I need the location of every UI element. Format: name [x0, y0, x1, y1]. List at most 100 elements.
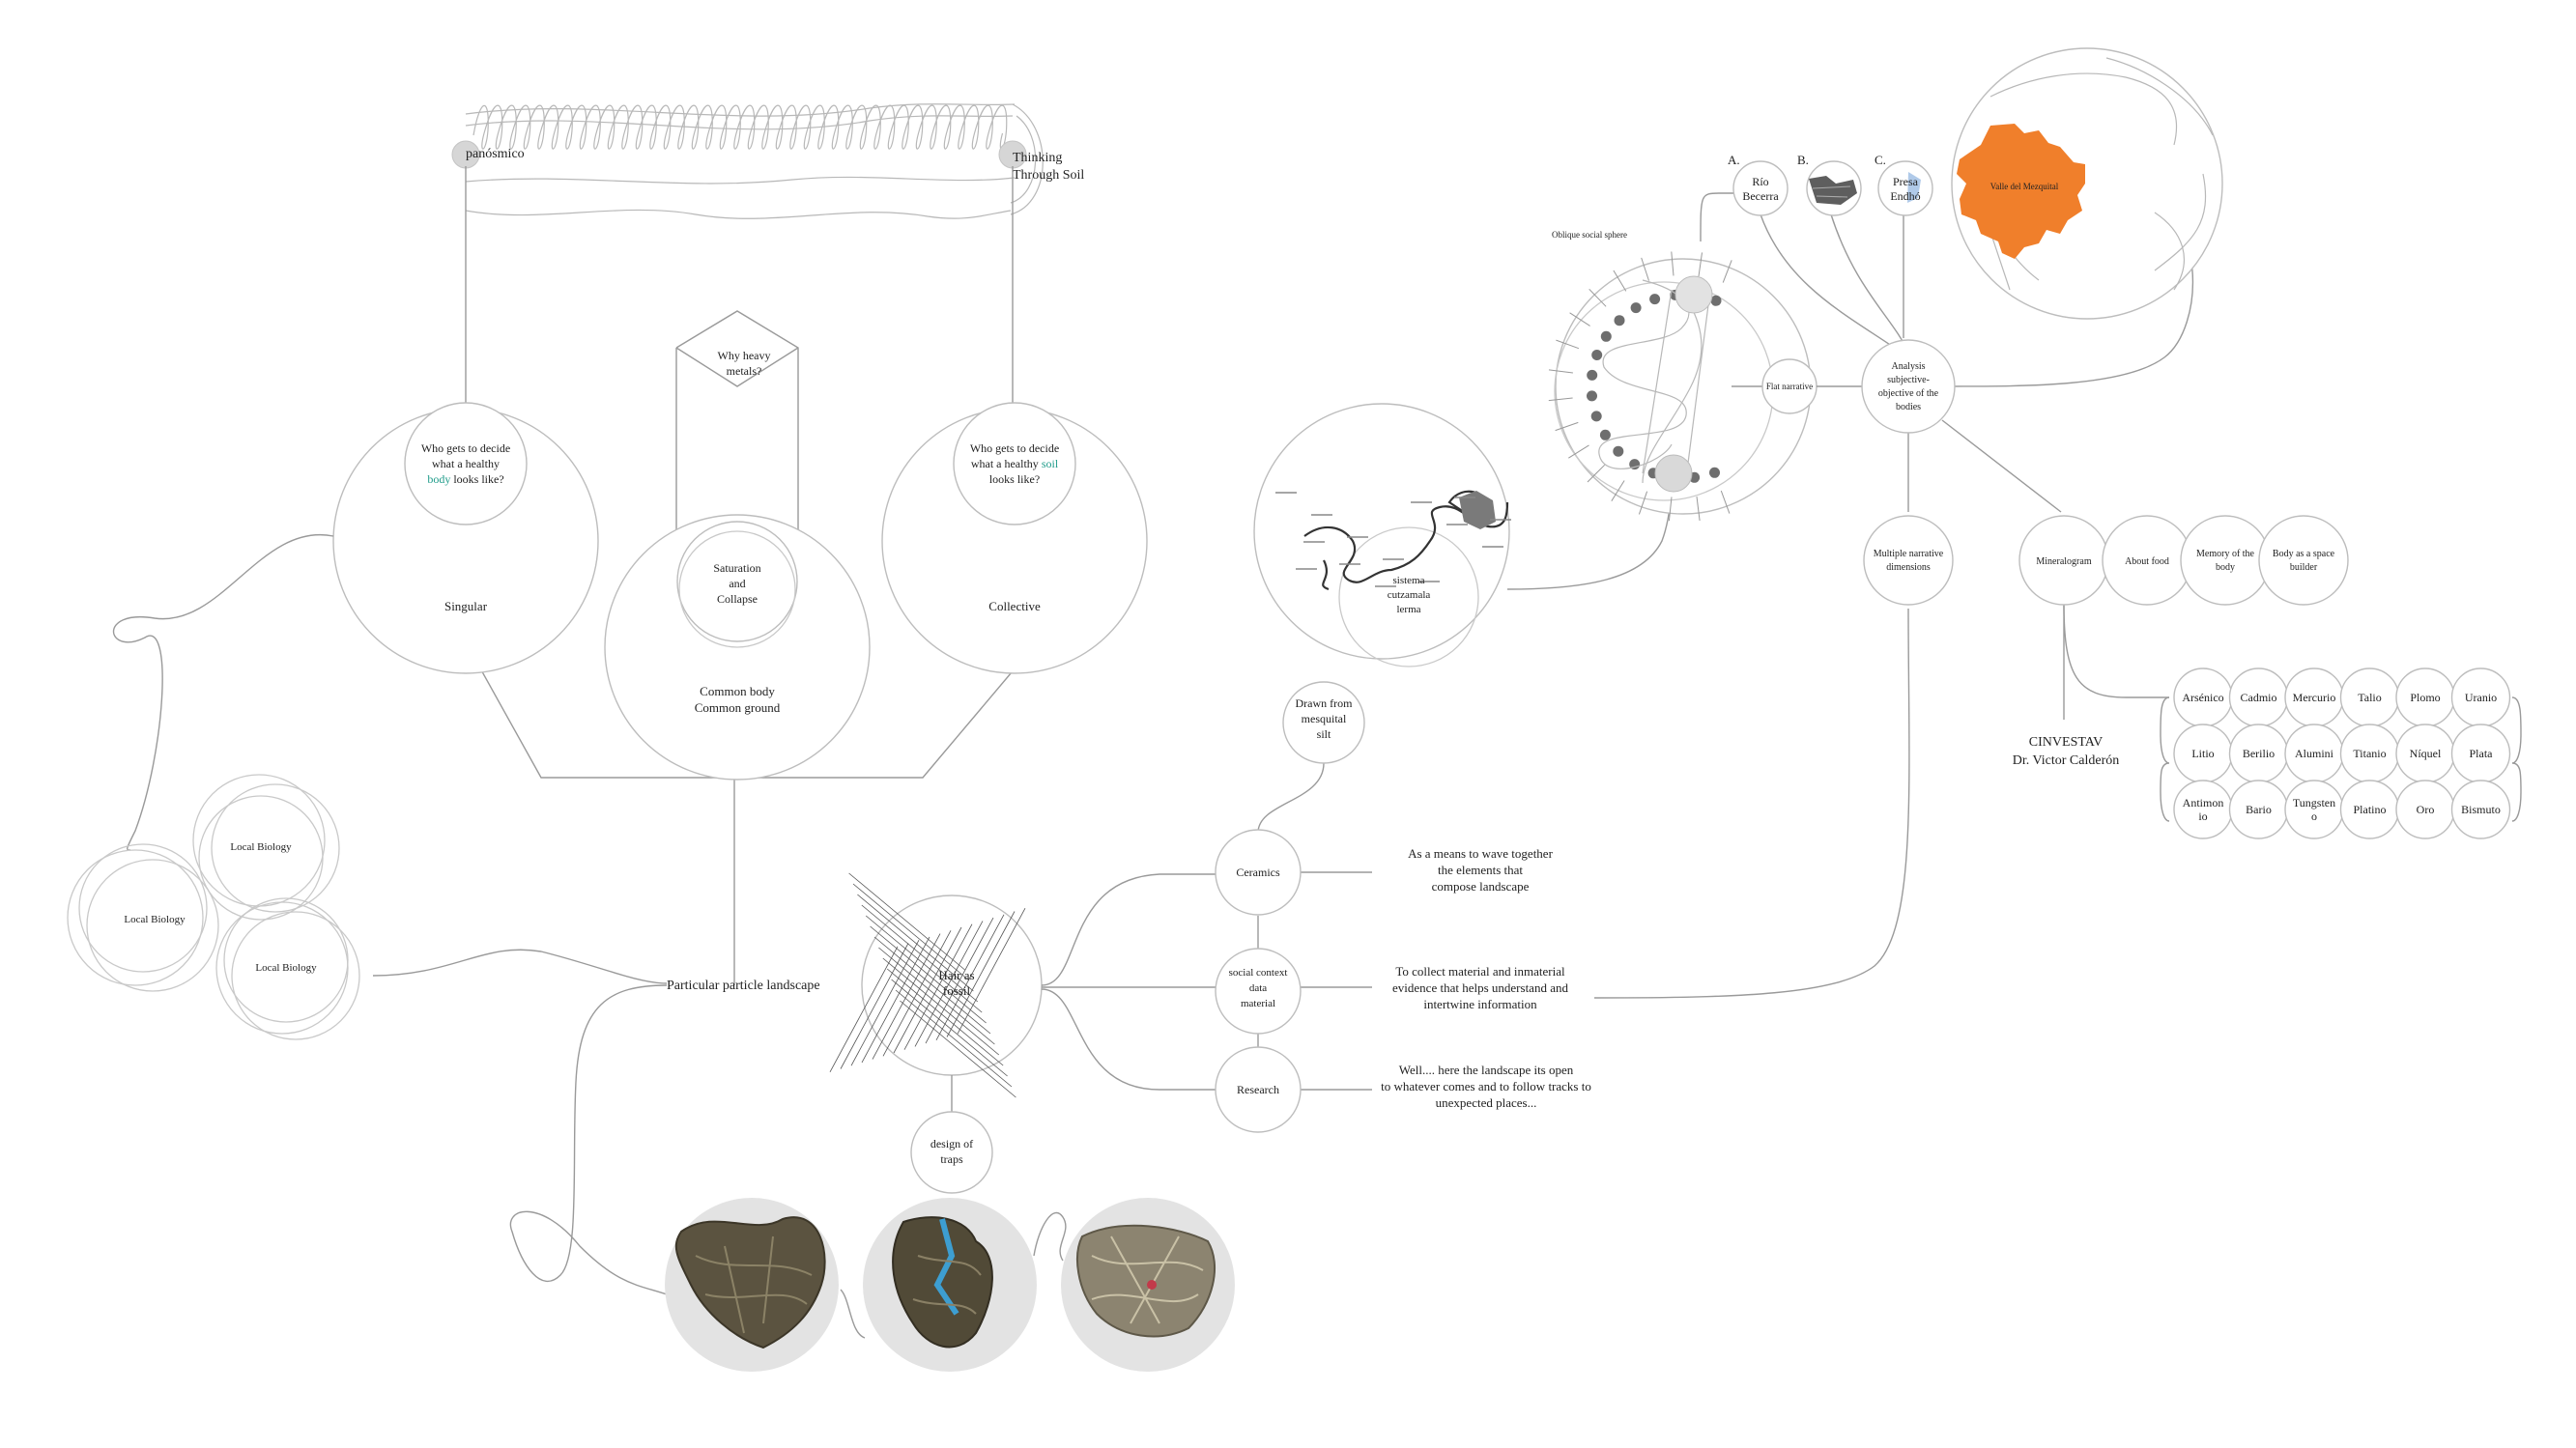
local-biology-cluster: Local Biology Local Biology Local Biolog… — [67, 533, 668, 1040]
sistema-1: sistema — [1393, 575, 1425, 586]
element-label: Talio — [2358, 691, 2382, 704]
element-label: Bario — [2246, 803, 2272, 816]
desc-social-3: intertwine information — [1423, 997, 1537, 1011]
analysis-2: subjective- — [1887, 375, 1930, 385]
social-context-circle[interactable] — [1215, 948, 1302, 1035]
hair-samples — [665, 1198, 1235, 1372]
traps-2: traps — [940, 1152, 963, 1166]
common-ground-label: Common ground — [695, 700, 781, 715]
bodyspace-2: builder — [2290, 562, 2318, 573]
multiple-2: dimensions — [1886, 562, 1931, 573]
element-label: Litio — [2191, 747, 2214, 760]
desc-ceramics-3: compose landscape — [1432, 879, 1530, 894]
q-body-line2: what a healthy — [432, 457, 500, 470]
q-soil-line2: what a healthy soil — [971, 457, 1059, 470]
valle-shape[interactable] — [1957, 124, 2085, 259]
singular-label: Singular — [444, 599, 488, 613]
label-a: A. — [1728, 153, 1740, 167]
thinking-label-2: Through Soil — [1013, 168, 1084, 183]
desc-research-2: to whatever comes and to follow tracks t… — [1381, 1079, 1591, 1093]
flat-narrative-label: Flat narrative — [1766, 382, 1813, 391]
element-label: Titanio — [2353, 747, 2386, 760]
panosmico-label: panósmico — [466, 147, 525, 161]
element-circle[interactable] — [2450, 780, 2511, 839]
body-space-circle[interactable] — [2258, 515, 2349, 606]
presa-2: Endhó — [1890, 189, 1920, 203]
label-c: C. — [1875, 153, 1886, 167]
sistema-map-circle[interactable] — [1253, 403, 1510, 660]
local-biology-b: Local Biology — [124, 914, 186, 925]
analysis-circle[interactable] — [1861, 339, 1956, 434]
valle-label: Valle del Mezquital — [1990, 182, 2059, 191]
analysis-3: objective of the — [1878, 388, 1939, 399]
element-label: Bismuto — [2461, 803, 2501, 816]
sistema-3: lerma — [1396, 604, 1420, 615]
element-label: io — [2198, 809, 2207, 823]
memory-1: Memory of the — [2196, 549, 2255, 559]
about-food-label: About food — [2125, 556, 2169, 567]
healthy-soil-circle[interactable] — [953, 402, 1076, 525]
design-traps-circle[interactable] — [910, 1111, 993, 1194]
bodyspace-1: Body as a space — [2273, 549, 2335, 559]
why-metals-1: Why heavy — [718, 349, 771, 362]
rio-becerra-circle[interactable] — [1732, 160, 1789, 216]
element-label: Mercurio — [2293, 691, 2336, 704]
sistema-2: cutzamala — [1388, 589, 1431, 601]
multiple-narrative-circle[interactable] — [1863, 515, 1954, 606]
q-soil-line1: Who gets to decide — [970, 441, 1059, 455]
research-label: Research — [1237, 1083, 1279, 1096]
element-label: Plomo — [2410, 691, 2440, 704]
desc-ceramics-1: As a means to wave together — [1408, 846, 1553, 861]
q-body-line1: Who gets to decide — [421, 441, 510, 455]
social-3: material — [1241, 998, 1275, 1009]
memory-2: body — [2216, 562, 2235, 573]
desc-research-3: unexpected places... — [1436, 1095, 1537, 1110]
valle-mezquital-group: A. B. C. Río Becerra Presa Endhó Valle d… — [1700, 47, 2522, 839]
rio-1: Río — [1752, 175, 1768, 188]
rio-2: Becerra — [1742, 189, 1779, 203]
element-label: Cadmio — [2241, 691, 2277, 704]
analysis-4: bodies — [1896, 402, 1921, 412]
element-label: Uranio — [2465, 691, 2497, 704]
q-body-line3: body looks like? — [427, 472, 503, 486]
cinvestav-label: CINVESTAV — [2029, 735, 2103, 750]
memory-body-circle[interactable] — [2180, 515, 2271, 606]
ceramics-label: Ceramics — [1236, 866, 1280, 879]
collective-label: Collective — [988, 599, 1041, 613]
healthy-body-circle[interactable] — [404, 402, 528, 525]
drawn-from-circle[interactable] — [1282, 681, 1365, 764]
ceramics-circle[interactable] — [1215, 829, 1302, 916]
drawn-3: silt — [1317, 727, 1331, 741]
element-label: Platino — [2353, 803, 2386, 816]
research-circle[interactable] — [1215, 1046, 1302, 1133]
desc-research-1: Well.... here the landscape its open — [1399, 1063, 1574, 1077]
social-1: social context — [1229, 967, 1288, 979]
element-label: Níquel — [2410, 747, 2442, 760]
element-label: Alumini — [2295, 747, 2334, 760]
common-body-label: Common body — [700, 684, 775, 698]
oblique-label: Oblique social sphere — [1552, 230, 1627, 240]
top-wave-structure: panósmico Thinking Through Soil — [451, 103, 1084, 219]
element-label: Plata — [2470, 747, 2494, 760]
element-label: Antimon — [2183, 796, 2224, 809]
drawn-2: mesquital — [1302, 712, 1347, 725]
traps-1: design of — [930, 1137, 973, 1150]
saturation-circle[interactable] — [676, 521, 798, 642]
particular-landscape-group: Particular particle landscape Hair as fo… — [509, 608, 1910, 1295]
local-biology-a: Local Biology — [230, 841, 292, 853]
saturation-3: Collapse — [717, 592, 758, 606]
label-b: B. — [1797, 153, 1809, 167]
saturation-1: Saturation — [713, 561, 760, 575]
desc-ceramics-2: the elements that — [1438, 863, 1523, 877]
social-2: data — [1249, 982, 1267, 994]
particular-particle-label[interactable]: Particular particle landscape — [667, 979, 820, 993]
map-narrative-group: sistema cutzamala lerma Oblique social s… — [1253, 230, 1865, 667]
q-soil-line3: looks like? — [989, 472, 1040, 486]
presa-endho-circle[interactable] — [1877, 160, 1933, 216]
calderon-label: Dr. Victor Calderón — [2013, 753, 2120, 768]
element-label: Oro — [2417, 803, 2435, 816]
thinking-label-1: Thinking — [1013, 151, 1062, 165]
saturation-2: and — [729, 577, 745, 590]
local-biology-c: Local Biology — [255, 962, 317, 974]
element-label: o — [2311, 809, 2317, 823]
